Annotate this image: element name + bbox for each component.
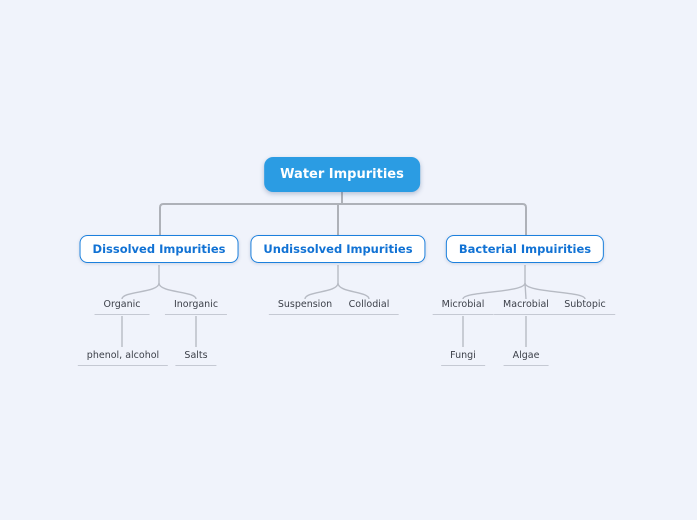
node-water-impurities[interactable]: Water Impurities <box>264 157 420 192</box>
topic-subtopic[interactable]: Subtopic <box>555 296 615 315</box>
topic-macrobial[interactable]: Macrobial <box>494 296 558 315</box>
topic-microbial[interactable]: Microbial <box>432 296 494 315</box>
topic-suspension[interactable]: Suspension <box>268 296 342 315</box>
node-undissolved-impurities[interactable]: Undissolved Impurities <box>250 235 426 263</box>
topic-salts[interactable]: Salts <box>175 347 217 366</box>
topic-algae[interactable]: Algae <box>503 347 549 366</box>
topic-phenol-alcohol[interactable]: phenol, alcohol <box>77 347 169 366</box>
topic-collodial[interactable]: Collodial <box>339 296 399 315</box>
topic-inorganic[interactable]: Inorganic <box>164 296 228 315</box>
topic-fungi[interactable]: Fungi <box>441 347 485 366</box>
node-bacterial-impuirities[interactable]: Bacterial Impuirities <box>445 235 605 263</box>
connector-bus <box>159 203 527 236</box>
node-dissolved-impurities[interactable]: Dissolved Impurities <box>79 235 239 263</box>
topic-organic[interactable]: Organic <box>94 296 150 315</box>
